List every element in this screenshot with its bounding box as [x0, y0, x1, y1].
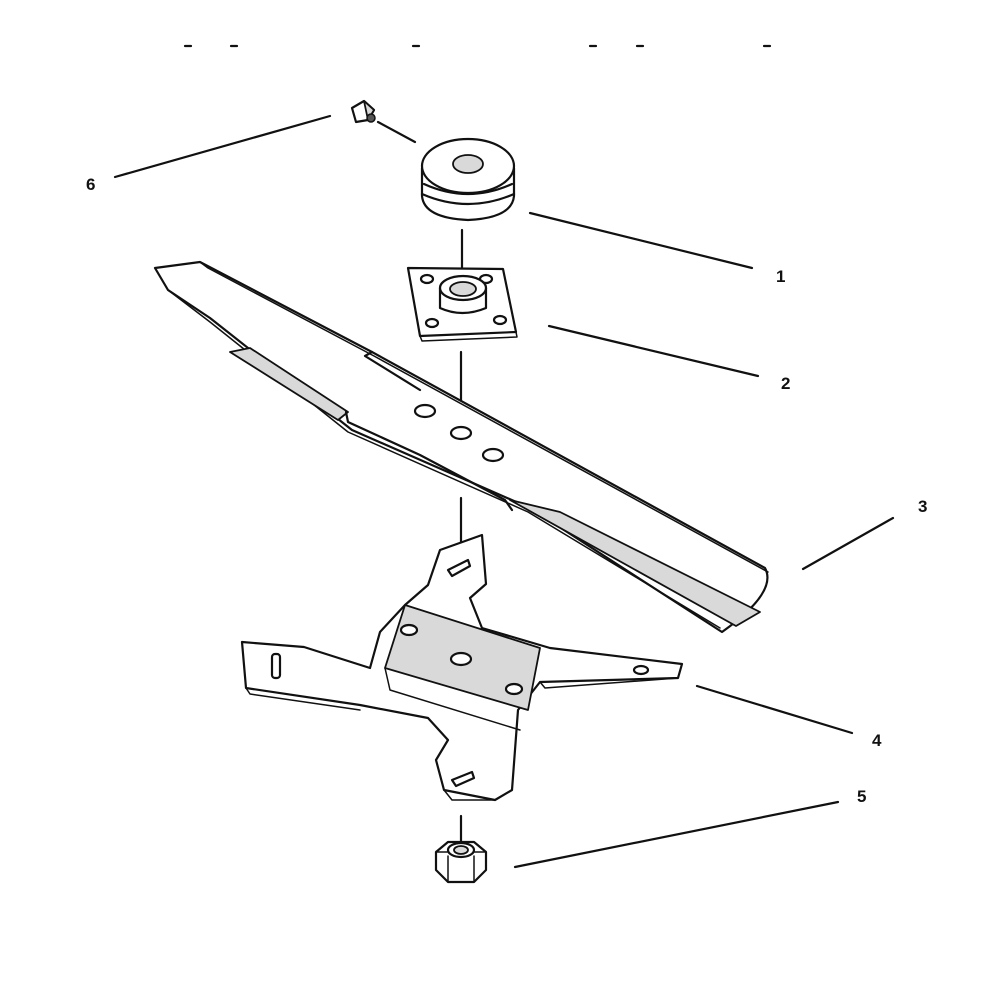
leader-1: [528, 211, 754, 270]
adapter-part: [406, 266, 518, 342]
callout-label-3: 3: [918, 497, 927, 516]
callout-label-4: 4: [872, 731, 882, 750]
leader-5: [513, 800, 840, 869]
leader-3: [801, 516, 895, 571]
callout-label-2: 2: [781, 374, 790, 393]
leader-2: [547, 324, 760, 378]
key-part: [350, 99, 376, 124]
callout-label-1: 1: [776, 267, 785, 286]
nut-part: [434, 840, 488, 884]
callout-label-5: 5: [857, 787, 866, 806]
leader-4: [695, 684, 854, 735]
blade-part: [153, 260, 769, 634]
callout-label-6: 6: [86, 175, 95, 194]
pulley-part: [420, 137, 516, 222]
stiffener-part: [240, 533, 684, 802]
leader-lines: [113, 114, 895, 869]
leader-6: [113, 114, 332, 179]
